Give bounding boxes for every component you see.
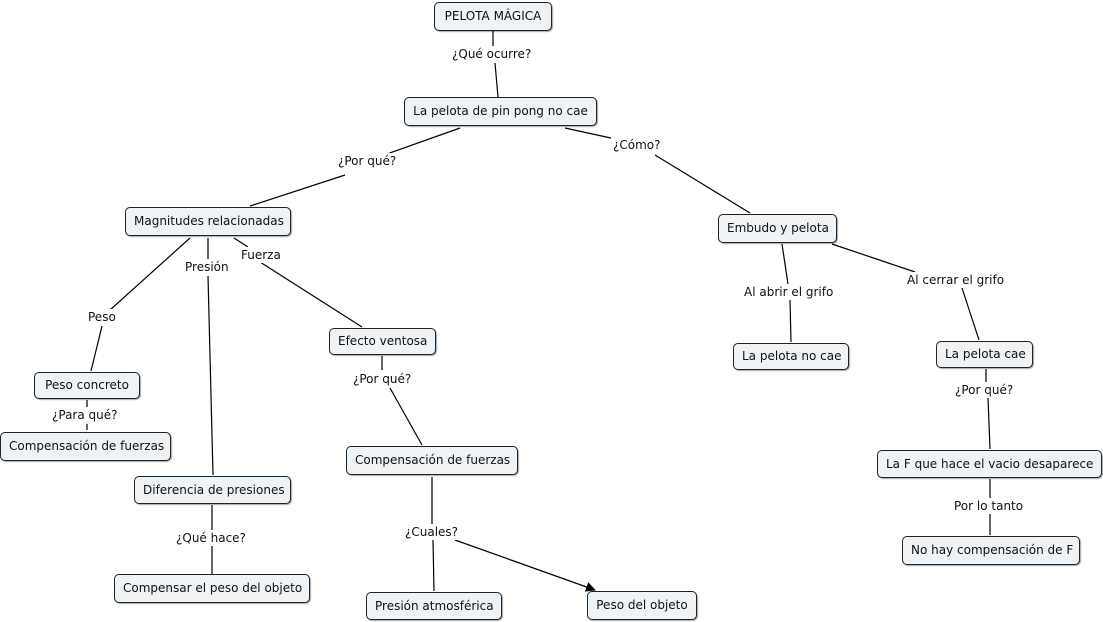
line-por-que-compensacion [389,387,423,446]
node-compensar-peso[interactable]: Compensar el peso del objeto [114,574,310,603]
link-abrir-grifo: Al abrir el grifo [742,284,836,300]
line-por-que-magnitudes [249,174,346,207]
link-cuales: ¿Cuales? [403,524,461,540]
link-para-que: ¿Para qué? [50,407,120,423]
line-abrir-no-cae [789,299,792,343]
node-magnitudes[interactable]: Magnitudes relacionadas [125,207,291,236]
line-como-embudo [654,154,751,214]
line-cuales-presion [432,539,435,592]
link-peso: Peso [86,309,118,325]
node-presion-atmosferica[interactable]: Presión atmosférica [366,592,502,620]
line-que-ocurre-pelota [494,62,499,98]
node-peso-concreto[interactable]: Peso concreto [34,372,140,399]
node-efecto-ventosa[interactable]: Efecto ventosa [329,328,436,355]
link-cerrar-grifo: Al cerrar el grifo [905,272,1007,288]
node-compensacion-left[interactable]: Compensación de fuerzas [0,432,171,461]
line-magnitudes-peso [109,237,191,311]
link-que-ocurre: ¿Qué ocurre? [450,46,534,62]
line-pelota-como [564,127,621,141]
line-por-que-vacio [987,397,991,450]
link-que-hace: ¿Qué hace? [174,530,248,546]
link-por-que-2: ¿Por qué? [351,371,414,387]
line-cerrar-cae [961,287,980,341]
node-pelota-cae[interactable]: La pelota cae [936,341,1033,368]
line-presion-diferencia [207,275,214,476]
node-pelota-no-cae-root[interactable]: La pelota de pin pong no cae [404,97,597,126]
node-compensacion-mid[interactable]: Compensación de fuerzas [346,446,518,475]
line-embudo-abrir [781,243,789,285]
link-como: ¿Cómo? [611,137,663,153]
node-no-compensacion[interactable]: No hay compensación de F [902,536,1080,565]
line-cuales-peso-objeto [454,539,596,592]
node-diferencia-presiones[interactable]: Diferencia de presiones [134,476,291,504]
node-embudo[interactable]: Embudo y pelota [718,214,837,243]
line-magnitudes-fuerza [233,237,249,248]
line-embudo-cerrar [831,243,916,273]
node-vacio-desaparece[interactable]: La F que hace el vacio desaparece [877,450,1102,478]
link-presion: Presión [183,259,231,275]
node-peso-objeto[interactable]: Peso del objeto [587,591,697,620]
link-por-lo-tanto: Por lo tanto [952,498,1026,514]
node-pelota-no-cae[interactable]: La pelota no cae [733,343,849,370]
link-por-que-3: ¿Por qué? [953,382,1016,398]
link-por-que-1: ¿Por qué? [336,153,399,169]
line-peso-concreto [90,325,103,372]
line-fuerza-ventosa [259,261,363,328]
node-pelota-magica[interactable]: PELOTA MÁGICA [434,2,552,31]
link-fuerza: Fuerza [239,247,283,263]
